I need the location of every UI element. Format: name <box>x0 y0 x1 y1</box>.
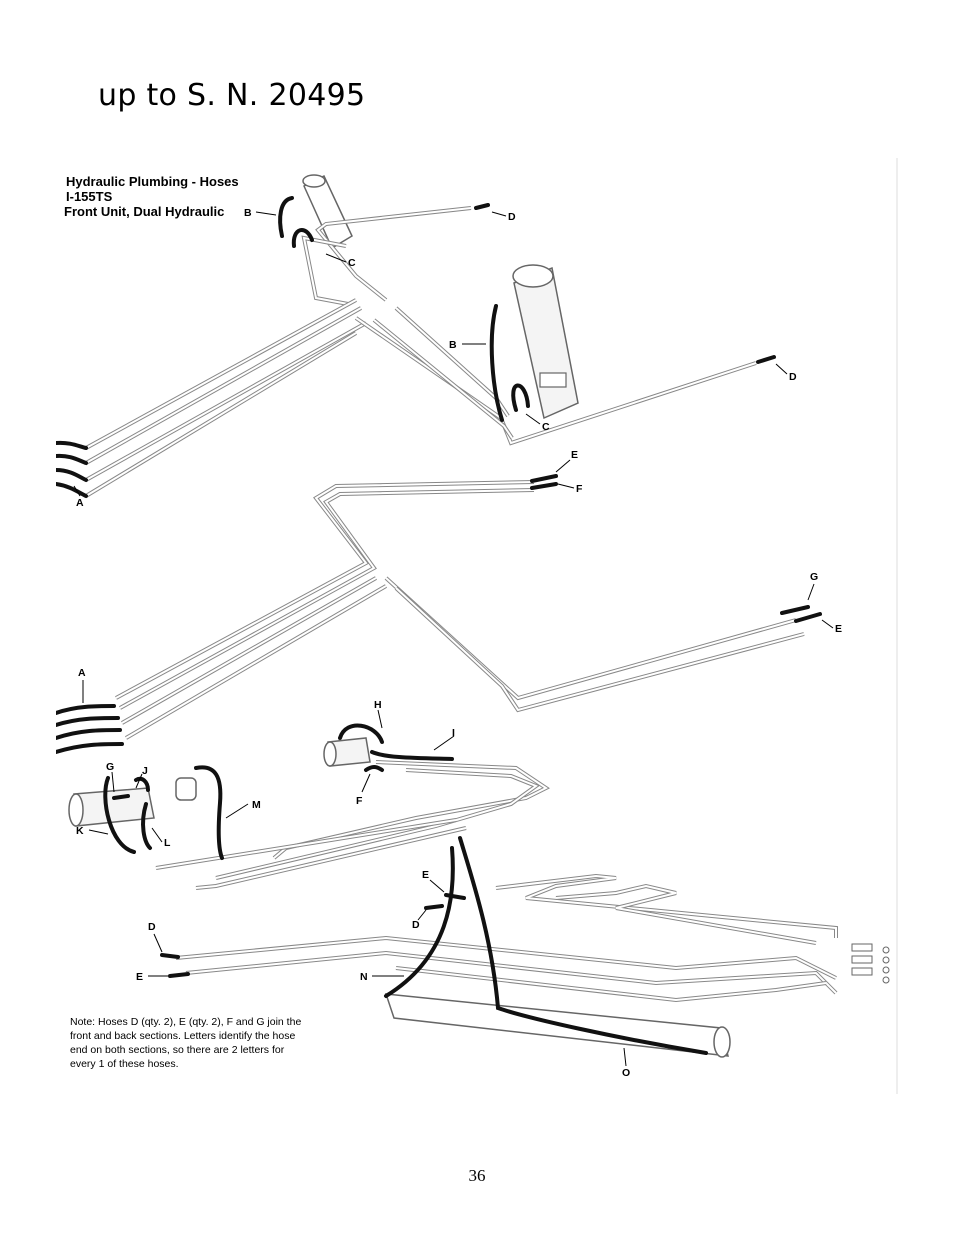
label-e-left: E <box>136 971 143 983</box>
upper-cylinder <box>302 174 353 250</box>
label-e-right: E <box>835 623 842 635</box>
hydraulic-plumbing-diagram: Hydraulic Plumbing - Hoses I-155TS Front… <box>56 158 898 1094</box>
label-a-mid: A <box>78 667 86 679</box>
label-c-top: C <box>348 257 356 269</box>
label-a-top: A <box>76 497 84 509</box>
label-o: O <box>622 1067 630 1079</box>
right-cylinder <box>512 264 579 420</box>
page-number: 36 <box>468 1166 486 1185</box>
diagram-title-line-2: I-155TS <box>66 189 113 204</box>
label-b-top: B <box>244 207 252 219</box>
fittings-right <box>851 943 890 984</box>
page-heading: up to S. N. 20495 <box>98 78 366 113</box>
lower-tubes <box>155 760 838 1003</box>
lower-cylinders <box>68 737 731 1058</box>
label-e-mid: E <box>571 449 578 461</box>
mid-tubes <box>115 480 805 740</box>
label-h: H <box>374 699 382 711</box>
note-line-3: end on both sections, so there are 2 let… <box>70 1044 285 1056</box>
note-line-4: every 1 of these hoses. <box>70 1058 179 1070</box>
front-tubes-top <box>84 206 757 498</box>
hoses-lower <box>103 723 708 1055</box>
label-d-left: D <box>148 921 156 933</box>
label-i: I <box>452 727 455 739</box>
label-d-right: D <box>789 371 797 383</box>
label-g-lower: G <box>106 761 114 773</box>
label-m: M <box>252 799 261 811</box>
label-d-lower: D <box>412 919 420 931</box>
diagram-title-line-1: Hydraulic Plumbing - Hoses <box>66 174 239 189</box>
label-e-lower: E <box>422 869 429 881</box>
label-c-right: C <box>542 421 550 433</box>
label-d-top: D <box>508 211 516 223</box>
label-f-lower: F <box>356 795 363 807</box>
note-line-2: front and back sections. Letters identif… <box>70 1030 295 1042</box>
label-l: L <box>164 837 171 849</box>
hoses-mid <box>56 474 822 754</box>
label-f-mid: F <box>576 483 583 495</box>
label-g-mid: G <box>810 571 818 583</box>
note-line-1: Note: Hoses D (qty. 2), E (qty. 2), F an… <box>70 1016 301 1028</box>
hoses-top <box>56 196 776 498</box>
label-n: N <box>360 971 368 983</box>
label-j: J <box>142 765 148 777</box>
diagram-title-line-3: Front Unit, Dual Hydraulic <box>64 204 224 219</box>
label-k: K <box>76 825 84 837</box>
label-b-right: B <box>449 339 457 351</box>
